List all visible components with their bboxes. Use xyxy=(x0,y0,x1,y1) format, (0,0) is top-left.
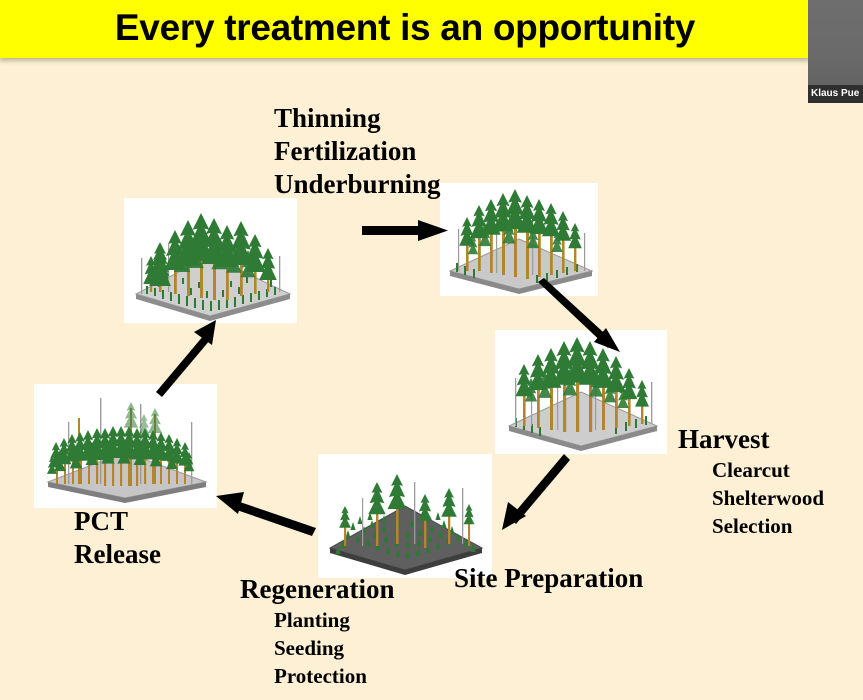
label-pct-release-group: PCT Release xyxy=(74,505,161,571)
label-planting: Planting xyxy=(274,608,350,632)
label-release: Release xyxy=(74,539,161,569)
cycle-arrow-pct-to-thinning xyxy=(150,312,230,398)
cycle-arrow-thinned-to-harvest xyxy=(532,278,624,358)
forest-stand-illustration xyxy=(34,384,217,508)
forest-stand-illustration xyxy=(440,183,598,296)
slide-title-bar: Every treatment is an opportunity xyxy=(0,0,810,58)
label-site-preparation: Site Preparation xyxy=(454,563,644,593)
label-pct: PCT xyxy=(74,506,128,536)
cycle-arrow-thinning-to-thinned xyxy=(360,216,452,250)
label-regeneration-group: Regeneration Planting Seeding Protection xyxy=(240,573,394,690)
stand-image-regeneration xyxy=(318,454,492,578)
forest-stand-illustration xyxy=(318,454,492,578)
label-thinning-group: Thinning Fertilization Underburning xyxy=(274,102,441,201)
label-underburning: Underburning xyxy=(274,169,441,199)
stand-image-thinned-result xyxy=(440,183,598,296)
label-harvest-group: Harvest Clearcut Shelterwood Selection xyxy=(678,423,824,540)
forest-stand-illustration xyxy=(495,330,667,454)
page-title: Every treatment is an opportunity xyxy=(114,7,696,48)
label-selection: Selection xyxy=(712,514,793,538)
label-shelterwood: Shelterwood xyxy=(712,486,824,510)
label-thinning: Thinning xyxy=(274,103,381,133)
presenter-video-panel[interactable]: Klaus Pue xyxy=(808,0,863,103)
cycle-arrow-regeneration-to-pct xyxy=(212,488,320,542)
label-protection: Protection xyxy=(274,664,367,688)
label-fertilization: Fertilization xyxy=(274,136,417,166)
stand-image-thinning xyxy=(124,198,297,323)
label-clearcut: Clearcut xyxy=(712,458,790,482)
label-regeneration: Regeneration xyxy=(240,574,395,604)
presenter-name-badge: Klaus Pue xyxy=(808,85,863,103)
cycle-arrow-harvest-to-site-prep xyxy=(498,452,574,532)
stand-image-pct-release xyxy=(34,384,217,508)
stand-image-harvest xyxy=(495,330,667,454)
label-site-preparation-group: Site Preparation xyxy=(454,562,643,595)
forest-stand-illustration xyxy=(124,198,297,323)
label-harvest: Harvest xyxy=(678,424,770,454)
label-seeding: Seeding xyxy=(274,636,345,660)
